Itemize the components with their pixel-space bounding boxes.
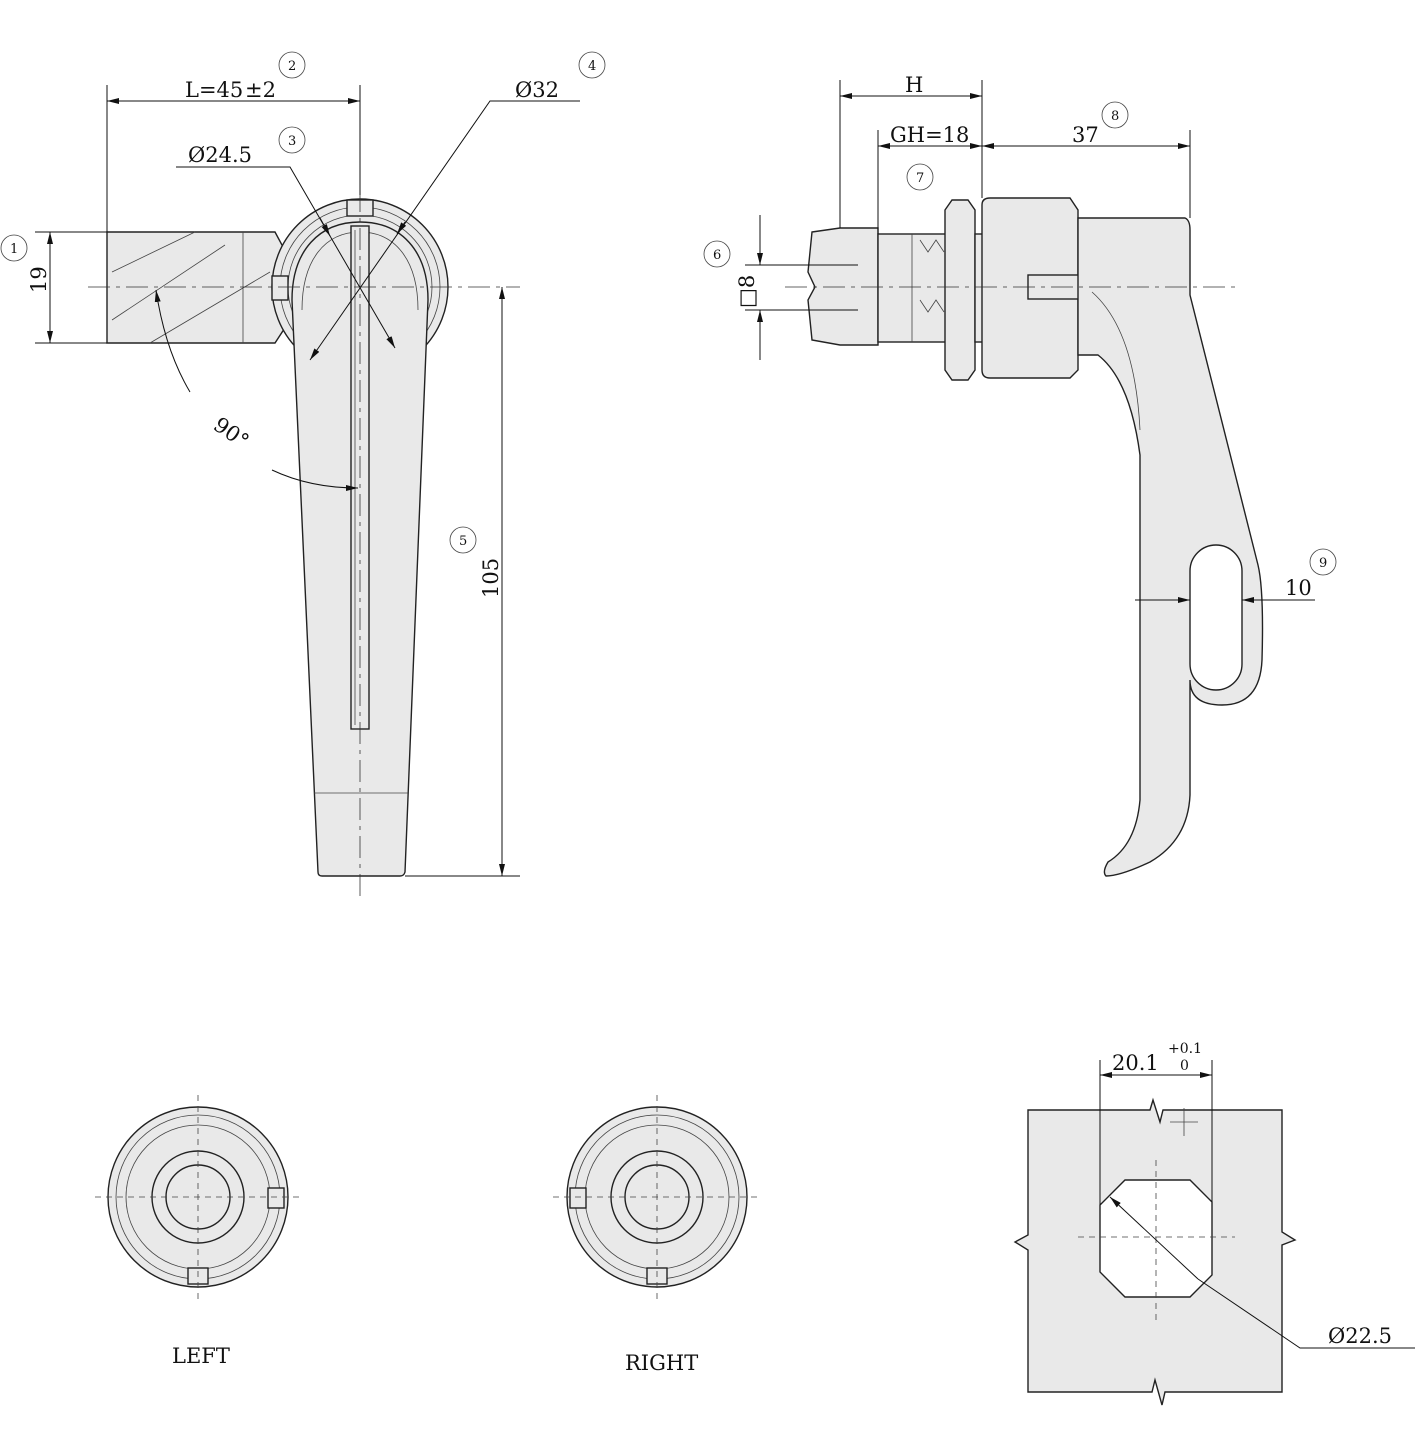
callout-2: 2 <box>278 51 306 79</box>
lever-hole <box>1189 544 1243 691</box>
rotation-angle-label: 90° <box>209 412 253 453</box>
cam <box>106 231 291 344</box>
side-lever <box>1077 217 1264 877</box>
cutout-width-label: 20.1 <box>1112 1051 1159 1075</box>
square-label: □8 <box>735 275 759 308</box>
left-label: LEFT <box>172 1344 230 1368</box>
handle-length-label: 105 <box>479 558 503 598</box>
cutout-tol-upper: +0.1 <box>1168 1041 1202 1057</box>
callout-5: 5 <box>449 526 477 554</box>
panel-cutout: 20.1 +0.1 0 Ø22.5 <box>1013 1041 1415 1406</box>
length-label: L=45 <box>185 78 243 102</box>
callout-8: 8 <box>1101 101 1129 129</box>
svg-text:6: 6 <box>713 248 721 263</box>
cutout-tol-lower: 0 <box>1180 1058 1189 1074</box>
right-label: RIGHT <box>625 1351 698 1375</box>
callout-3: 3 <box>278 126 306 154</box>
hole-label: 10 <box>1285 576 1312 600</box>
left-bottom-view: LEFT <box>95 1095 300 1368</box>
front-view: L=45 ±2 Ø32 Ø24.5 19 90° 105 <box>27 78 580 900</box>
grip-label: GH=18 <box>890 123 969 147</box>
callout-6: 6 <box>703 240 731 268</box>
callout-4: 4 <box>578 51 606 79</box>
outer-diameter-label: Ø32 <box>515 78 559 102</box>
length-tolerance: ±2 <box>245 78 276 102</box>
svg-text:5: 5 <box>459 534 467 549</box>
callout-1: 1 <box>0 234 28 262</box>
threaded-body <box>877 233 949 343</box>
svg-text:1: 1 <box>10 242 18 257</box>
offset-label: 37 <box>1072 123 1099 147</box>
svg-text:9: 9 <box>1319 556 1327 571</box>
cutout-diameter-label: Ø22.5 <box>1328 1324 1392 1348</box>
nut <box>944 199 976 381</box>
callout-9: 9 <box>1309 548 1337 576</box>
square-cam <box>807 227 879 346</box>
callouts: 1 2 3 4 5 6 7 8 9 <box>0 51 1337 576</box>
svg-text:4: 4 <box>588 59 596 74</box>
side-view: H GH=18 37 □8 10 <box>735 73 1315 877</box>
svg-text:3: 3 <box>288 134 296 149</box>
callout-7: 7 <box>906 163 934 191</box>
svg-text:8: 8 <box>1111 109 1119 124</box>
right-bottom-view: RIGHT <box>553 1095 760 1375</box>
svg-text:7: 7 <box>916 171 924 186</box>
h-label: H <box>905 73 923 97</box>
inner-diameter-label: Ø24.5 <box>188 143 252 167</box>
svg-text:2: 2 <box>288 59 296 74</box>
cam-height-label: 19 <box>27 266 51 293</box>
